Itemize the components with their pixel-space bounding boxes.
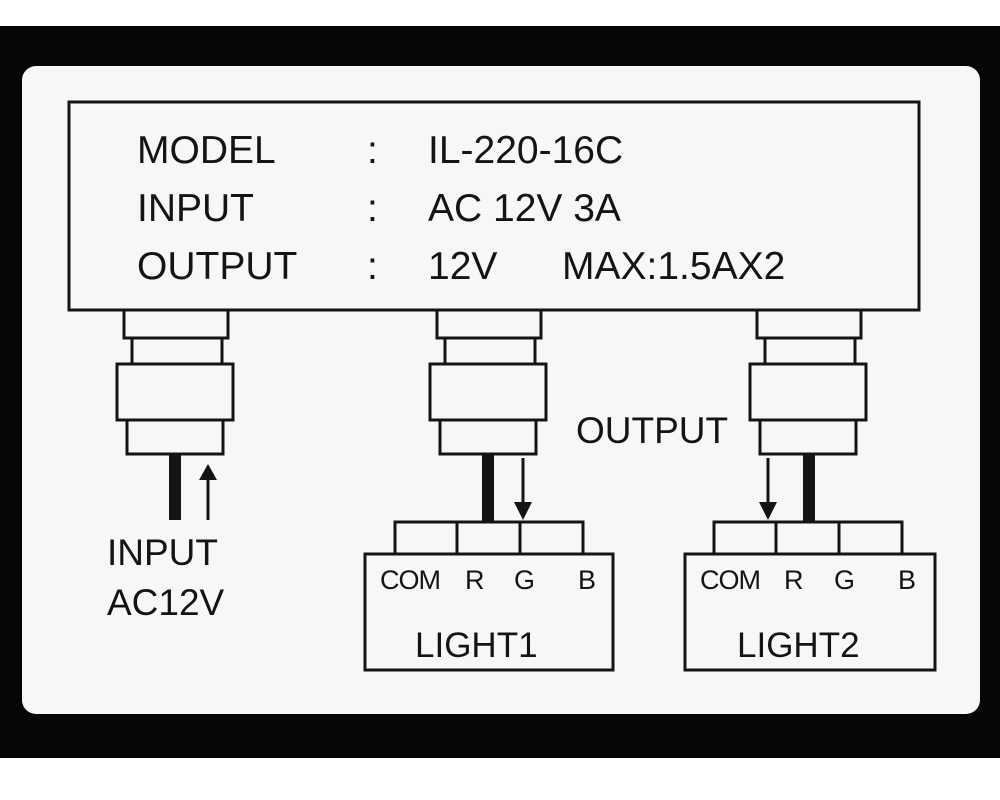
light2-connector — [748, 308, 868, 456]
light2-terminal-g: G — [834, 565, 856, 595]
light2-label: LIGHT2 — [737, 626, 860, 665]
spec-separator: : — [367, 187, 378, 230]
light2-terminal-r: R — [784, 565, 804, 595]
spec-value-model: IL-220-16C — [428, 129, 624, 172]
spec-key-output: OUTPUT — [137, 245, 298, 288]
up-arrow-icon — [199, 464, 217, 480]
light2-terminal-com: COM — [700, 565, 761, 595]
light1-terminal-b: B — [578, 565, 597, 595]
input-label-line1: INPUT — [107, 532, 218, 573]
light1-terminal-com: COM — [380, 565, 441, 595]
spec-separator: : — [367, 245, 378, 288]
spec-key-model: MODEL — [137, 129, 276, 172]
spec-value-input: AC 12V 3A — [428, 187, 621, 230]
down-arrow-icon — [759, 502, 777, 520]
label-card — [22, 66, 980, 714]
light1-label: LIGHT1 — [415, 626, 538, 665]
light1-connector — [428, 308, 548, 456]
light1-terminal-g: G — [514, 565, 536, 595]
down-arrow-icon — [514, 502, 532, 520]
spec-value-output-max: MAX:1.5AX2 — [562, 245, 786, 288]
input-cable — [169, 454, 181, 520]
light2-terminal-b: B — [898, 565, 917, 595]
light2-cable — [803, 454, 815, 522]
spec-separator: : — [367, 129, 378, 172]
spec-key-input: INPUT — [137, 187, 254, 230]
spec-value-output: 12V — [428, 245, 498, 288]
light1-cable — [482, 454, 494, 522]
input-connector — [115, 308, 235, 456]
input-label-line2: AC12V — [107, 582, 225, 623]
light1-terminal-r: R — [465, 565, 485, 595]
output-label: OUTPUT — [576, 410, 729, 451]
